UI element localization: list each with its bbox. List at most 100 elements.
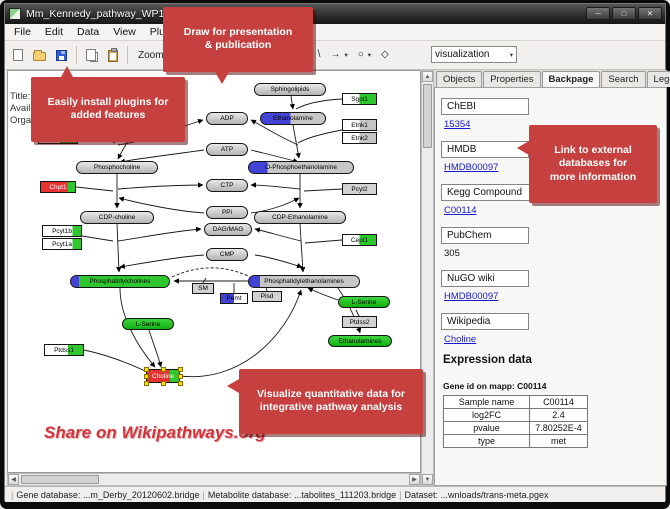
pathway-edge[interactable] bbox=[81, 235, 114, 242]
scroll-right-icon[interactable]: ▶ bbox=[409, 474, 420, 485]
selection-handle[interactable] bbox=[178, 367, 183, 372]
pathway-edge[interactable] bbox=[148, 329, 163, 368]
pathway-edge[interactable] bbox=[307, 287, 339, 301]
node-pcyt1a[interactable]: Pcyt1a bbox=[42, 238, 82, 250]
node-l-serine-left[interactable]: L-Serine bbox=[122, 318, 174, 330]
horizontal-scroll-thumb[interactable] bbox=[21, 475, 99, 484]
pathway-edge[interactable] bbox=[250, 182, 301, 190]
pathway-edge[interactable] bbox=[118, 196, 205, 214]
menu-item-data[interactable]: Data bbox=[77, 26, 100, 38]
node-atp[interactable]: ATP bbox=[206, 143, 248, 156]
pathway-edge[interactable] bbox=[304, 239, 343, 244]
pathway-edge[interactable] bbox=[297, 129, 343, 144]
node-pcyt2[interactable]: Pcyt2 bbox=[342, 183, 377, 195]
node-sgpl1[interactable]: Sgpl1 bbox=[342, 93, 377, 105]
pathway-edge[interactable] bbox=[116, 223, 122, 273]
pathway-edge[interactable] bbox=[355, 309, 360, 317]
node-o-phosphoethanolamine[interactable]: O-Phosphoethanolamine bbox=[248, 161, 354, 174]
node-ctp[interactable]: CTP bbox=[206, 179, 248, 192]
pathway-edge[interactable] bbox=[295, 98, 343, 110]
pathway-edge[interactable] bbox=[337, 287, 362, 334]
node-cept1[interactable]: Cept1 bbox=[342, 234, 377, 246]
pathway-edge[interactable] bbox=[289, 95, 295, 110]
selection-handle[interactable] bbox=[144, 367, 149, 372]
node-phosphocholine[interactable]: Phosphocholine bbox=[76, 161, 158, 174]
horizontal-scrollbar[interactable]: ◀ ▶ bbox=[7, 473, 421, 486]
minimize-button[interactable]: ─ bbox=[586, 7, 610, 20]
arrow-tool[interactable]: →▾ bbox=[326, 45, 351, 66]
scroll-left-icon[interactable]: ◀ bbox=[8, 474, 19, 485]
shape-tool[interactable]: ○▾ bbox=[354, 45, 375, 66]
pathway-edge[interactable] bbox=[119, 287, 156, 368]
node-cmp[interactable]: CMP bbox=[206, 248, 248, 261]
pathway-edge[interactable] bbox=[179, 289, 303, 378]
pathway-edge[interactable] bbox=[250, 119, 299, 146]
kegg-compound-value[interactable]: C00114 bbox=[444, 205, 477, 216]
tab-search[interactable]: Search bbox=[601, 71, 646, 87]
pathway-edge[interactable] bbox=[117, 226, 202, 242]
wikipedia-value[interactable]: Choline bbox=[444, 334, 477, 345]
pathway-edge[interactable] bbox=[117, 182, 204, 190]
hmdb-value[interactable]: HMDB00097 bbox=[444, 162, 499, 173]
open-button[interactable] bbox=[29, 45, 50, 66]
menu-item-edit[interactable]: Edit bbox=[44, 26, 64, 38]
selection-handle[interactable] bbox=[144, 374, 149, 379]
node-etnk2[interactable]: Etnk2 bbox=[342, 132, 377, 144]
nugo-wiki-value[interactable]: HMDB00097 bbox=[444, 291, 499, 302]
save-button[interactable] bbox=[52, 45, 71, 66]
selection-handle[interactable] bbox=[161, 381, 166, 386]
close-button[interactable]: ✕ bbox=[638, 7, 662, 20]
vertical-scroll-thumb[interactable] bbox=[423, 84, 432, 148]
paste-button[interactable] bbox=[104, 45, 122, 66]
scroll-up-icon[interactable]: ▲ bbox=[422, 71, 433, 82]
menu-item-file[interactable]: File bbox=[14, 26, 31, 38]
tab-objects[interactable]: Objects bbox=[436, 71, 483, 87]
node-ptdss1[interactable]: Ptdss1 bbox=[44, 344, 84, 356]
node-sphingolipids[interactable]: Sphingolipids bbox=[254, 83, 326, 96]
node-l-serine-right[interactable]: L-Serine bbox=[338, 296, 390, 308]
node-pisd[interactable]: Pisd bbox=[252, 291, 282, 302]
node-sm[interactable]: SM bbox=[192, 283, 214, 294]
node-phosphatidylethanolamines[interactable]: Phosphatidylethanolamines bbox=[248, 275, 360, 288]
pathway-edge[interactable] bbox=[202, 277, 207, 284]
pathway-edge[interactable] bbox=[250, 149, 299, 164]
pathway-edge[interactable] bbox=[303, 188, 343, 192]
tab-legend[interactable]: Legend bbox=[646, 71, 670, 87]
menu-item-view[interactable]: View bbox=[113, 26, 136, 38]
node-chpt1[interactable]: Chpt1 bbox=[40, 181, 76, 193]
selection-handle[interactable] bbox=[178, 381, 183, 386]
node-ppi[interactable]: PPi bbox=[206, 206, 248, 219]
line-tool[interactable]: \ bbox=[314, 45, 325, 66]
tab-properties[interactable]: Properties bbox=[483, 71, 541, 87]
node-cdp-choline[interactable]: CDP-choline bbox=[80, 211, 154, 224]
pathway-edge[interactable] bbox=[299, 223, 306, 273]
vertical-scrollbar[interactable]: ▲ ▼ bbox=[421, 70, 434, 486]
pathway-edge[interactable] bbox=[254, 254, 303, 269]
maximize-button[interactable]: □ bbox=[612, 7, 636, 20]
template-tool[interactable]: ◇ bbox=[377, 45, 393, 66]
visualization-combo[interactable]: visualization ▾ bbox=[431, 46, 517, 63]
selection-handle[interactable] bbox=[161, 367, 166, 372]
node-ethanolamines[interactable]: Ethanolamines bbox=[328, 335, 392, 347]
pathway-edge[interactable] bbox=[83, 349, 146, 372]
pathway-edge[interactable] bbox=[171, 267, 249, 278]
node-pemt[interactable]: Pemt bbox=[220, 293, 248, 304]
node-etnk1[interactable]: Etnk1 bbox=[342, 119, 377, 131]
scroll-down-icon[interactable]: ▼ bbox=[422, 474, 433, 485]
node-ethanolamine[interactable]: Ethanolamine bbox=[260, 112, 326, 125]
copy-button[interactable] bbox=[82, 45, 102, 66]
node-phosphatidylcholines[interactable]: Phosphatidylcholines bbox=[70, 275, 170, 288]
pathway-edge[interactable] bbox=[119, 149, 205, 164]
node-pcyt1b[interactable]: Pcyt1b bbox=[42, 225, 82, 237]
node-selected-node[interactable]: Choline bbox=[144, 367, 183, 386]
selection-handle[interactable] bbox=[144, 381, 149, 386]
node-ptdss2[interactable]: Ptdss2 bbox=[342, 316, 377, 328]
new-button[interactable] bbox=[9, 45, 27, 66]
node-cdp-ethanolamine[interactable]: CDP-Ethanolamine bbox=[254, 211, 346, 224]
node-adp[interactable]: ADP bbox=[206, 112, 248, 125]
pathway-edge[interactable] bbox=[292, 124, 301, 159]
chebi-value[interactable]: 15354 bbox=[444, 119, 471, 130]
selection-handle[interactable] bbox=[178, 374, 183, 379]
pathway-edge[interactable] bbox=[119, 254, 205, 269]
tab-backpage[interactable]: Backpage bbox=[541, 71, 601, 88]
